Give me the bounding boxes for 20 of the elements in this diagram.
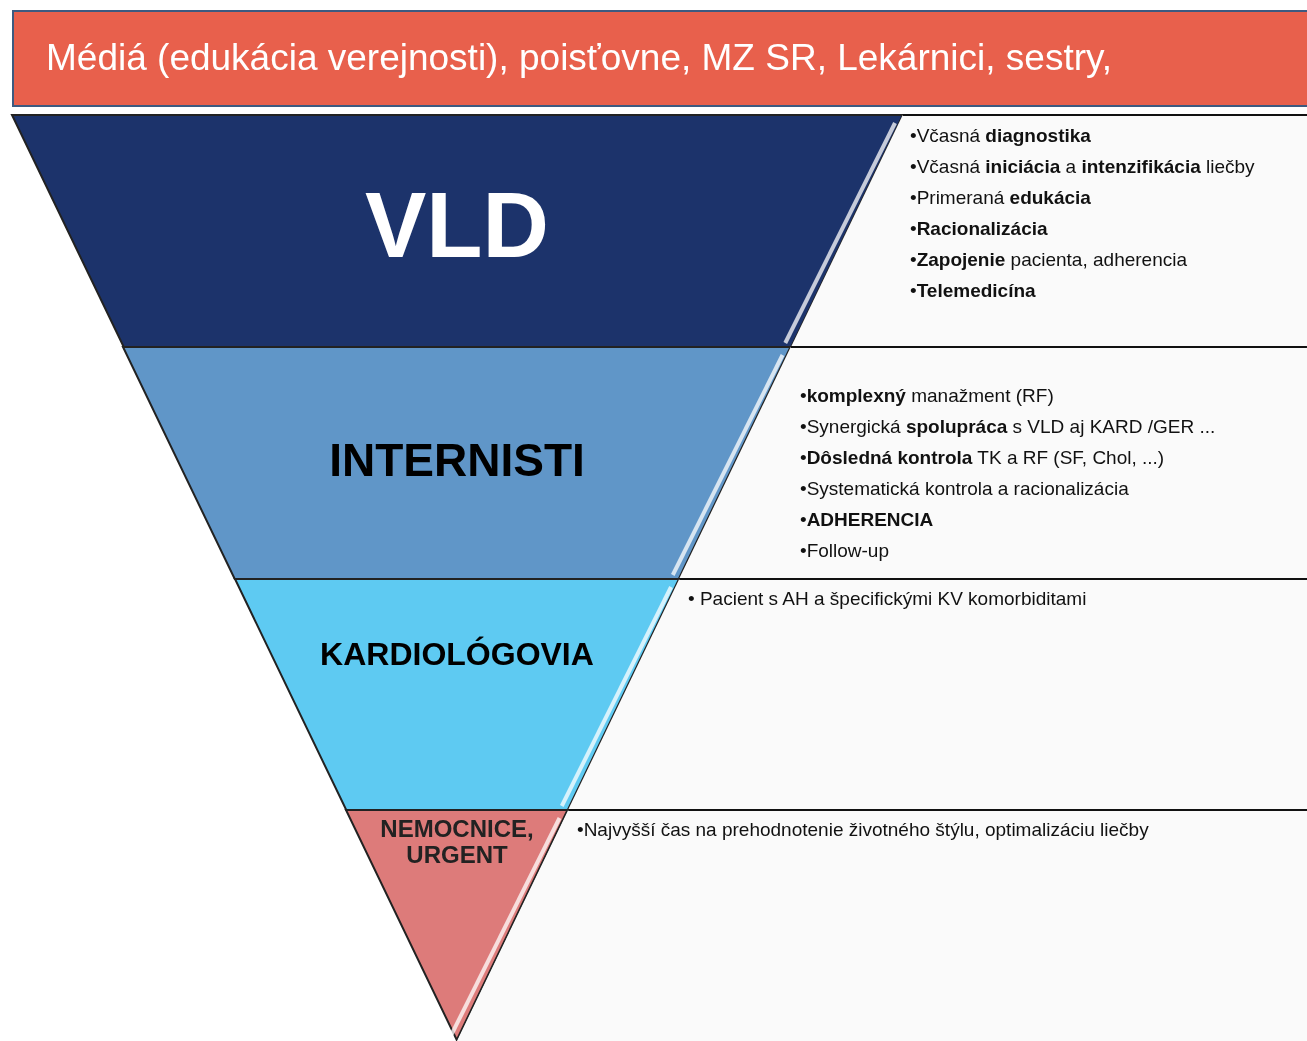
header-banner — [12, 10, 1307, 107]
bullet-item: •komplexný manažment (RF) — [800, 385, 1054, 407]
bullet-item: •Dôsledná kontrola TK a RF (SF, Chol, ...) — [800, 447, 1165, 469]
bullet-item: •Včasná iniciácia a intenzifikácia liečby — [910, 156, 1255, 178]
banner-text: Médiá (edukácia verejnosti), poisťovne, MZ SR, Lekárnici, sestry, — [46, 38, 1113, 79]
level-label: VLD — [364, 175, 550, 277]
level-label: INTERNISTI — [328, 435, 586, 486]
bullet-item: •Telemedicína — [910, 280, 1036, 302]
level-label: KARDIOLÓGOVIA — [319, 637, 595, 673]
bullet-item: • Pacient s AH a špecifickými KV komorbiditami — [688, 588, 1087, 610]
bullet-item: •Najvyšší čas na prehodnotenie životného štýlu, optimalizáciu liečby — [577, 819, 1149, 841]
level-label: NEMOCNICE, URGENT — [379, 816, 535, 869]
bullet-item: •Zapojenie pacienta, adherencia — [910, 249, 1187, 271]
bullet-item: •Follow-up — [800, 540, 889, 562]
bullet-item: •ADHERENCIA — [800, 509, 934, 531]
bullet-item: •Primeraná edukácia — [910, 187, 1091, 209]
bullet-item: •Synergická spolupráca s VLD aj KARD /GER ... — [800, 416, 1216, 438]
bullet-item: •Systematická kontrola a racionalizácia — [800, 478, 1129, 500]
bullet-item: •Včasná diagnostika — [910, 125, 1091, 147]
bullet-item: •Racionalizácia — [910, 218, 1048, 240]
